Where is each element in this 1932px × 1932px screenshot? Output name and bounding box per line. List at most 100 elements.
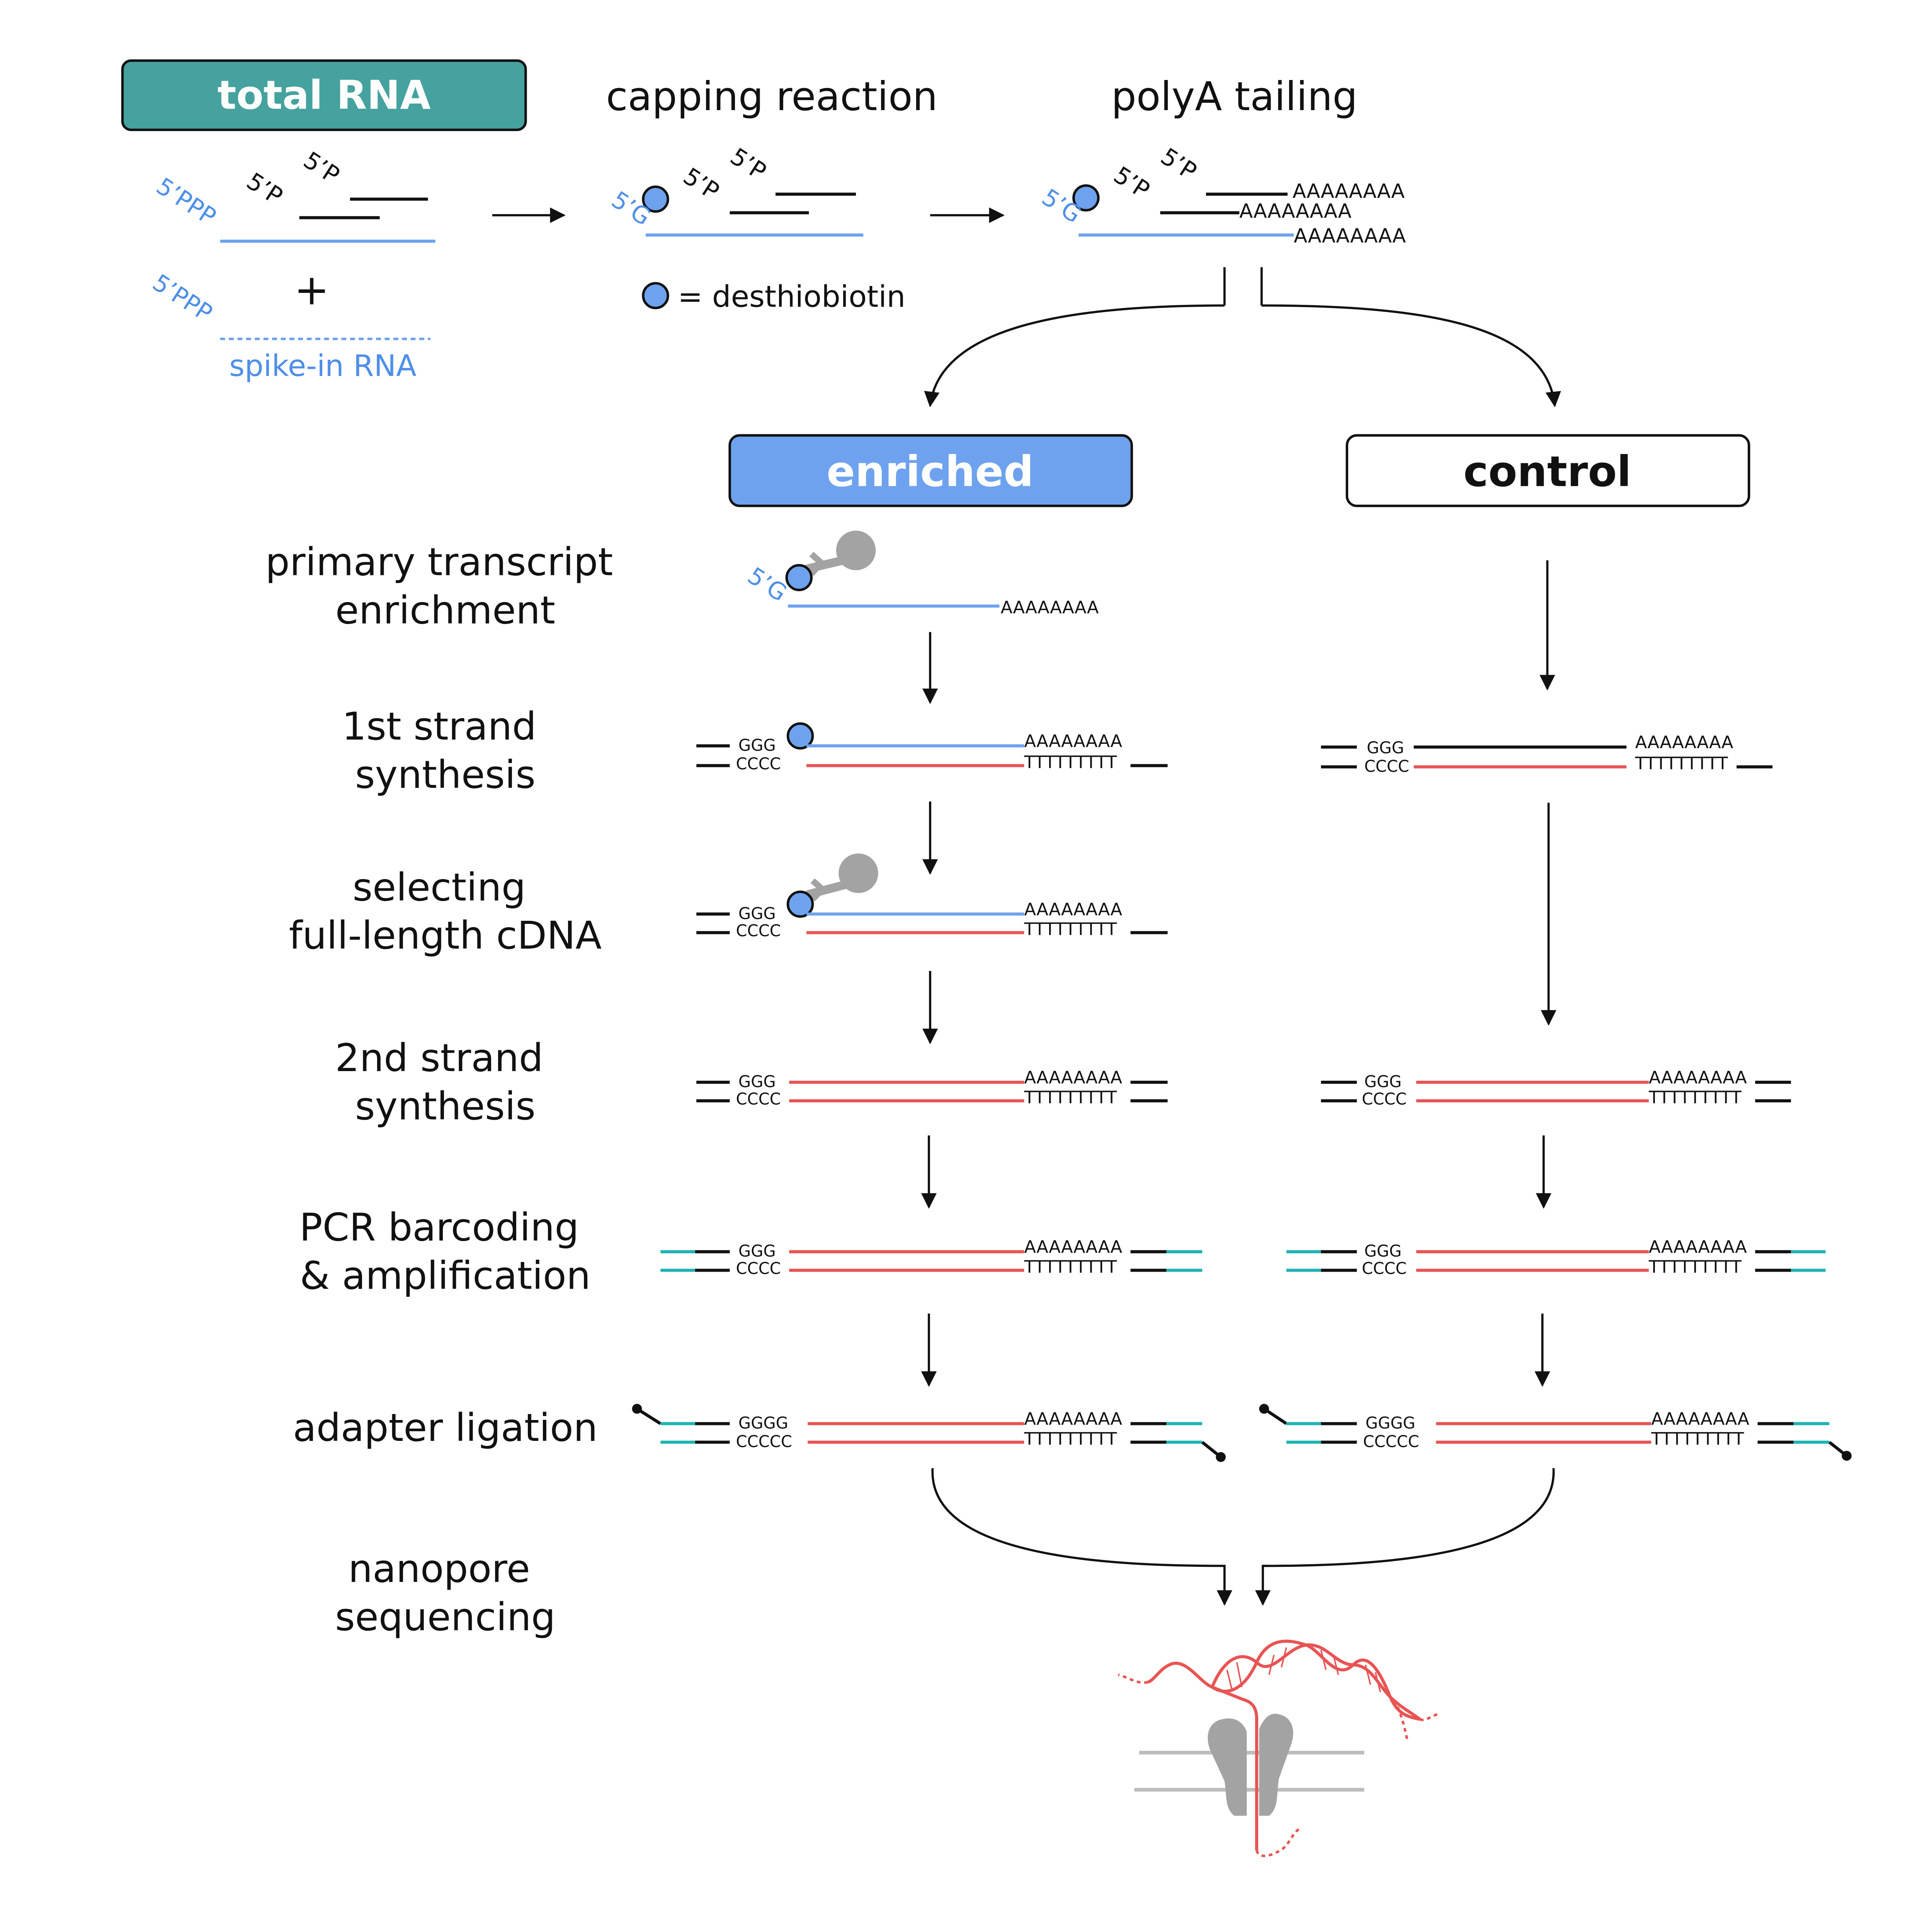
- enriched-step-4: GGG CCCC AAAAAAAA TTTTTTTTT: [696, 1067, 1168, 1109]
- ssdna-exit-tail: [1255, 1827, 1302, 1857]
- step-5-line-2: & amplification: [300, 1253, 590, 1298]
- step-4-line-2: synthesis: [355, 1084, 536, 1129]
- control-polya-label-4: AAAAAAAA: [1651, 1409, 1749, 1429]
- control-cccc-label-2: CCCC: [1362, 1090, 1406, 1109]
- capped-rna-molecules: 5’G 5’P 5’P = desthiobiotin: [607, 143, 905, 314]
- bead-fork: [809, 552, 826, 576]
- dsdna-helix-strand-b: [1211, 1639, 1420, 1721]
- total-rna-label: total RNA: [218, 73, 431, 119]
- step-labels: primary transcript enrichment 1st strand…: [265, 540, 625, 1639]
- dsdna-rungs: [1226, 1647, 1381, 1692]
- enriched-step-2: GGG CCCC AAAAAAAA TTTTTTTTT: [696, 722, 1168, 773]
- polya-label-2: AAAAAAAA: [1024, 899, 1122, 920]
- gggg-label: GGGG: [738, 1413, 788, 1432]
- control-polyt-label-3: TTTTTTTTT: [1648, 1257, 1742, 1277]
- step-4-line-1: 2nd strand: [335, 1036, 543, 1080]
- step-6-line-1: adapter ligation: [293, 1406, 598, 1450]
- monophosphate-label-3: 5’P: [679, 163, 724, 205]
- rung: [1374, 1672, 1381, 1692]
- polya-tail-label-4: AAAAAAAA: [1001, 597, 1099, 618]
- step-3-line-2: full-length cDNA: [289, 913, 602, 958]
- split-arrow-to-control: [1262, 304, 1561, 407]
- polya-tail-label-3: AAAAAAAA: [1293, 180, 1405, 203]
- polyt-label-2: TTTTTTTTT: [1024, 919, 1117, 939]
- step-primary-transcript-enrichment: primary transcript enrichment: [265, 540, 625, 633]
- cccc-label-4: CCCC: [736, 1259, 781, 1278]
- control-step-6: GGGG CCCCC AAAAAAAA TTTTTTTTT: [1259, 1404, 1852, 1461]
- monophosphate-label-4: 5’P: [725, 143, 771, 185]
- control-ggg-label-2: GGG: [1364, 1072, 1402, 1091]
- step-3-line-1: selecting: [352, 865, 526, 910]
- control-motor-protein-icon-2: [1842, 1451, 1852, 1461]
- polya-label: AAAAAAAA: [1024, 731, 1122, 751]
- rung: [1320, 1650, 1327, 1670]
- control-ggg-label-3: GGG: [1364, 1242, 1402, 1260]
- nanopore-protein-left: [1208, 1718, 1247, 1816]
- guanosine-cap-label-3: 5’G: [743, 562, 791, 607]
- control-label: control: [1463, 447, 1631, 496]
- control-polya-label: AAAAAAAA: [1635, 732, 1733, 753]
- control-ccccc-label: CCCCC: [1363, 1432, 1419, 1451]
- monophosphate-label-1: 5’P: [242, 168, 287, 210]
- control-polyt-label-4: TTTTTTTTT: [1651, 1429, 1744, 1449]
- bead-ball: [836, 531, 876, 570]
- rung: [1226, 1669, 1233, 1690]
- total-rna-box: total RNA: [121, 59, 527, 131]
- control-sequencing-adapter-left: [1263, 1407, 1287, 1425]
- desthiobiotin-cap-icon: [642, 185, 669, 213]
- step-1-line-1: primary transcript: [265, 540, 613, 584]
- split-arrow-to-enriched: [924, 304, 1225, 407]
- bead-fork-2: [810, 878, 827, 901]
- cccc-label: CCCC: [736, 754, 781, 773]
- step-2-line-2: synthesis: [355, 753, 536, 797]
- bead-ball-2: [838, 853, 878, 893]
- total-rna-box-bg: [121, 59, 527, 131]
- capping-reaction-title: capping reaction: [606, 74, 937, 120]
- polya-label-5: AAAAAAAA: [1024, 1409, 1122, 1429]
- merge-arrow-from-enriched: [931, 1468, 1233, 1606]
- ssdna-tail-left: [1117, 1673, 1148, 1684]
- step-first-strand-synthesis: 1st strand synthesis: [342, 704, 549, 797]
- step-5-line-1: PCR barcoding: [299, 1206, 579, 1250]
- step-1-line-2: enrichment: [335, 588, 555, 633]
- desthiobiotin-cap-icon-2: [1072, 184, 1100, 212]
- dsdna-frayed-end-1: [1419, 1713, 1438, 1721]
- enriched-step-6: GGGG CCCCC AAAAAAAA TTTTTTTTT: [632, 1404, 1226, 1462]
- enriched-step-1: 5’G AAAAAAAA: [743, 531, 1099, 618]
- desthiobiotin-cap-icon-5: [786, 890, 814, 918]
- desthiobiotin-legend-label: = desthiobiotin: [678, 280, 905, 314]
- control-box-bg: [1345, 434, 1750, 507]
- desthiobiotin-legend-icon: [642, 282, 669, 310]
- polyt-label-4: TTTTTTTTT: [1024, 1257, 1117, 1277]
- enriched-box-bg: [728, 434, 1133, 507]
- polya-tail-label-1: AAAAAAAA: [1294, 224, 1406, 247]
- ggg-label-4: GGG: [738, 1242, 776, 1260]
- polyt-label-3: TTTTTTTTT: [1024, 1087, 1117, 1107]
- spike-in-label: spike-in RNA: [229, 349, 417, 383]
- spike-in-triphosphate-label: 5’PPP: [148, 269, 217, 327]
- total-rna-molecules: 5’PPP 5’P 5’P + 5’PPP spike-in RNA: [148, 147, 435, 383]
- step-second-strand-synthesis: 2nd strand synthesis: [335, 1036, 555, 1129]
- polyadenylated-rna-molecules: 5’G AAAAAAAA 5’P AAAAAAAA 5’P AAAAAAAA: [1037, 143, 1406, 247]
- step-7-line-2: sequencing: [335, 1595, 556, 1639]
- step-selecting-full-length-cdna: selecting full-length cDNA: [289, 865, 602, 958]
- polyt-label: TTTTTTTTT: [1024, 752, 1117, 772]
- rung: [1268, 1655, 1275, 1675]
- step-nanopore-sequencing: nanopore sequencing: [335, 1547, 556, 1639]
- cccc-label-3: CCCC: [736, 1090, 781, 1109]
- plus-sign: +: [294, 265, 329, 314]
- cccc-label-2: CCCC: [736, 921, 781, 940]
- step-pcr-barcoding: PCR barcoding & amplification: [299, 1206, 591, 1298]
- control-box: control: [1345, 434, 1750, 507]
- rung: [1332, 1655, 1339, 1675]
- streptavidin-bead-icon-2: [804, 853, 878, 901]
- ggg-label-2: GGG: [738, 904, 776, 923]
- control-polyt-label: TTTTTTTTT: [1635, 753, 1728, 774]
- nanopore-protein-right: [1259, 1714, 1293, 1816]
- control-cccc-label: CCCC: [1364, 757, 1409, 776]
- rung: [1236, 1662, 1243, 1687]
- polya-tailing-title: polyA tailing: [1111, 74, 1358, 120]
- monophosphate-label-2: 5’P: [299, 147, 344, 189]
- control-polyt-label-2: TTTTTTTTT: [1648, 1087, 1742, 1107]
